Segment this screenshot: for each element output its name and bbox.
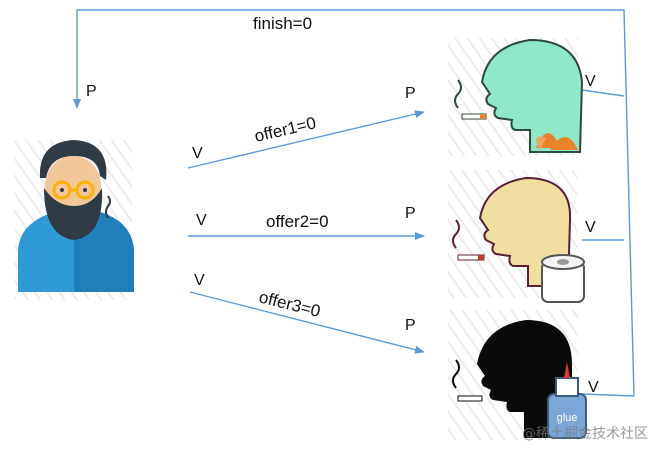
finish-loop-line <box>73 9 635 397</box>
smoker-with-paper-icon <box>452 176 585 303</box>
offer1-label: offer1=0 <box>253 113 318 146</box>
p-top-label: P <box>86 83 97 100</box>
glue-label: glue <box>557 412 578 424</box>
smoker-with-glue-icon: glue <box>452 320 587 439</box>
agent-person-icon <box>18 140 134 292</box>
v-agent1-label: V <box>192 145 203 162</box>
p3-label: P <box>405 317 416 334</box>
v-smoker2-label: V <box>585 219 596 236</box>
smoker1-connector <box>581 89 625 97</box>
smoker3-connector <box>581 393 635 397</box>
finish-label: finish=0 <box>253 14 312 33</box>
v-agent2-label: V <box>196 212 207 229</box>
smoker-with-tobacco-icon <box>454 38 584 153</box>
offer3-label: offer3=0 <box>257 287 322 321</box>
offer1-arrow <box>187 110 425 169</box>
watermark: @稀土掘金技术社区 <box>522 426 648 442</box>
v-smoker3-label: V <box>588 379 599 396</box>
offer2-label: offer2=0 <box>266 212 329 231</box>
v-smoker1-label: V <box>585 73 596 90</box>
p2-label: P <box>405 205 416 222</box>
offer3-arrow <box>189 291 425 354</box>
feedback-lines <box>73 9 635 397</box>
p1-label: P <box>405 85 416 102</box>
v-agent3-label: V <box>194 272 205 289</box>
